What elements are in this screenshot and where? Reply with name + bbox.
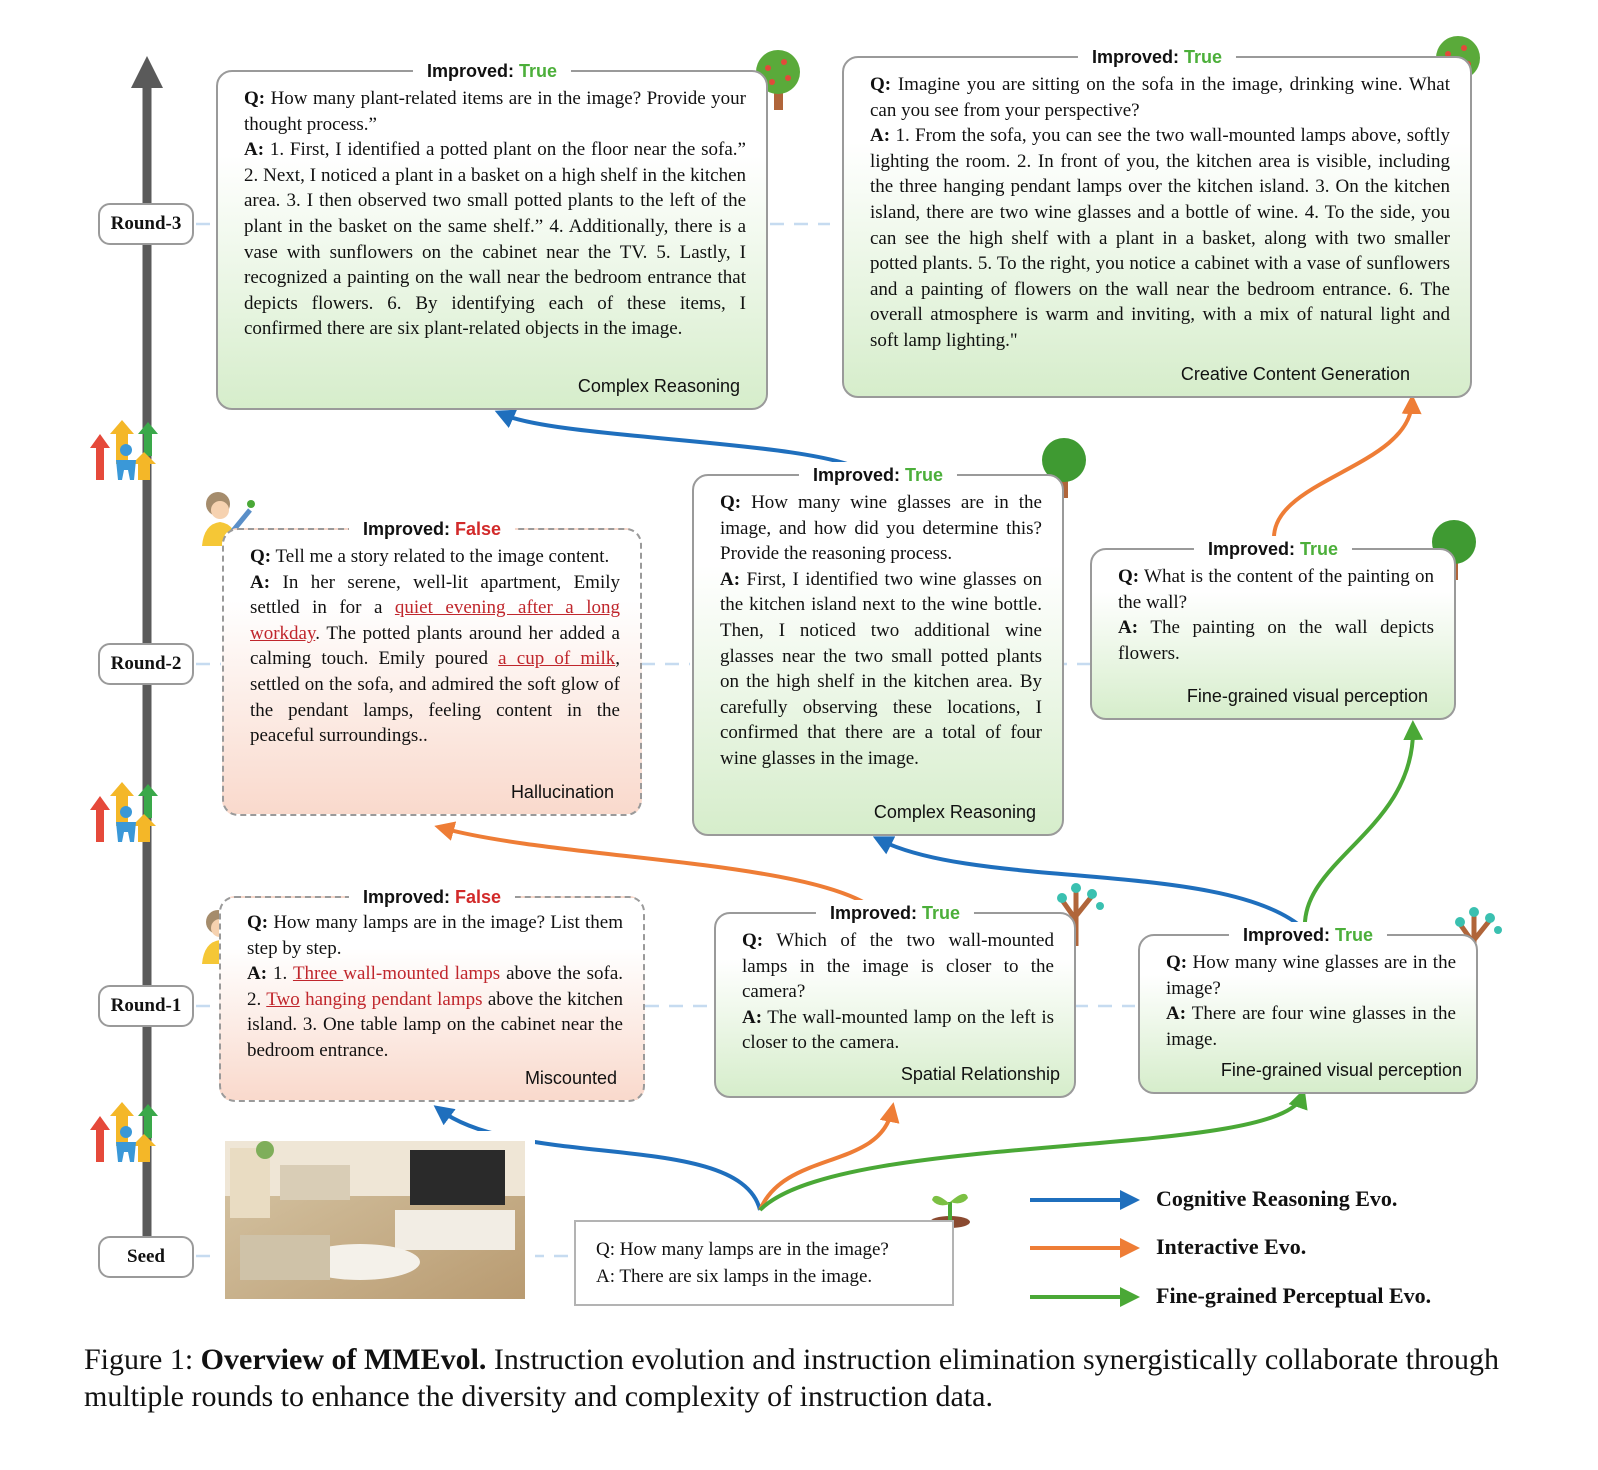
category-tag: Miscounted [524, 1068, 617, 1089]
timeline-arrowhead [131, 56, 163, 88]
category-tag: Fine-grained visual perception [1220, 1060, 1462, 1081]
status-label: Improved: True [1228, 922, 1388, 948]
round-label-2: Round-2 [98, 643, 194, 685]
miscounted-phrase: hanging pendant lamps [299, 988, 483, 1010]
answer-text: A: The wall-mounted lamp on the left is … [742, 1006, 1054, 1054]
arrow-r1mid-to-r2-left [434, 821, 880, 914]
legend-interactive-label: Interactive Evo. [1156, 1234, 1307, 1259]
evolve-icon-1 [90, 420, 158, 480]
card-r2-right: Improved: True Q: What is the content of… [1090, 536, 1456, 720]
seed-answer: A: There are six lamps in the image. [596, 1266, 873, 1287]
card-r3-right: Improved: True Q: Imagine you are sittin… [842, 44, 1472, 398]
arrow-r1right-to-r2-right [1302, 720, 1424, 931]
card-r1-right: Improved: True Q: How many wine glasses … [1138, 922, 1478, 1094]
legend-arrows [1030, 1190, 1140, 1307]
category-tag: Complex Reasoning [577, 376, 740, 397]
caption-prefix: Figure 1: [84, 1343, 201, 1376]
arrow-seed-to-r1-mid [758, 1102, 900, 1211]
question-text: Q: How many plant-related items are in t… [244, 88, 747, 135]
arrow-seed-to-r1-right [758, 1088, 1308, 1212]
question-text: Q: Imagine you are sitting on the sofa i… [870, 74, 1450, 121]
category-tag: Complex Reasoning [873, 802, 1036, 823]
category-tag: Fine-grained visual perception [1186, 686, 1428, 707]
question-text: Q: How many wine glasses are in the imag… [720, 492, 1042, 565]
tree-icon-r2-mid [1042, 438, 1086, 498]
legend-cognitive-label: Cognitive Reasoning Evo. [1156, 1186, 1398, 1211]
status-label: Improved: True [1077, 44, 1237, 70]
arrow-r1right-to-r2-mid [872, 836, 1307, 932]
answer-text: A: The painting on the wall depicts flow… [1118, 617, 1434, 664]
status-label: Improved: False [348, 516, 516, 542]
miscounted-phrase: Two [266, 988, 300, 1010]
evolution-arrows [433, 394, 1424, 1212]
miscounted-phrase: Three [292, 963, 344, 985]
arrow-seed-to-r1-left [433, 1105, 762, 1211]
hallucinated-phrase: a cup of milk [498, 648, 616, 670]
category-tag: Hallucination [510, 782, 614, 803]
seed-question: Q: How many lamps are in the image? [596, 1239, 889, 1260]
question-text: Q: How many wine glasses are in the imag… [1166, 952, 1456, 999]
answer-text: A: In her serene, well-lit apartment, Em… [250, 571, 621, 747]
card-r2-mid: Improved: True Q: How many wine glasses … [692, 462, 1064, 836]
figure-caption: Figure 1: Overview of MMEvol. Instructio… [84, 1341, 1514, 1415]
arrow-r2mid-to-r3-left [494, 409, 870, 475]
status-label: Improved: True [815, 900, 975, 926]
hallucinated-phrase: quiet evening after a long workday [250, 597, 620, 644]
miscounted-phrase: wall-mounted lamps [343, 963, 501, 985]
status-label: Improved: False [348, 884, 516, 910]
question-text: Q: What is the content of the painting o… [1118, 566, 1434, 613]
card-r2-left: Improved: False Q: Tell me a story relat… [222, 516, 642, 816]
caption-text: Instruction evolution and instruction el… [84, 1343, 1499, 1413]
seed-room-image [215, 1131, 535, 1309]
question-text: Q: Tell me a story related to the image … [250, 546, 610, 567]
card-r1-left: Improved: False Q: How many lamps are in… [219, 884, 645, 1102]
round-label-3: Round-3 [98, 203, 194, 245]
status-label: Improved: True [798, 462, 958, 488]
arrow-r2right-to-r3-right [1272, 394, 1422, 548]
evolve-icon-3 [90, 1102, 158, 1162]
status-label: Improved: True [412, 58, 572, 84]
answer-text: A: 1. Three wall-mounted lamps above the… [247, 963, 624, 1061]
answer-text: A: There are four wine glasses in the im… [1166, 1003, 1456, 1050]
question-text: Q: How many lamps are in the image? List… [247, 912, 623, 959]
card-r1-mid: Improved: True Q: Which of the two wall-… [714, 900, 1076, 1098]
evolve-icon-2 [90, 782, 158, 842]
round-label-1: Round-1 [98, 985, 194, 1027]
legend-perceptual-label: Fine-grained Perceptual Evo. [1156, 1283, 1432, 1308]
category-tag: Spatial Relationship [900, 1064, 1060, 1085]
category-tag: Creative Content Generation [1180, 364, 1410, 385]
question-text: Q: Which of the two wall-mounted lamps i… [742, 930, 1054, 1003]
seed-qa-box: Q: How many lamps are in the image? A: T… [574, 1220, 954, 1306]
caption-title: Overview of MMEvol. [200, 1343, 487, 1376]
answer-text: A: First, I identified two wine glasses … [720, 568, 1042, 769]
status-label: Improved: True [1193, 536, 1353, 562]
answer-text: A: 1. From the sofa, you can see the two… [870, 125, 1451, 351]
answer-text: A: 1. First, I identified a potted plant… [244, 139, 746, 340]
round-label-seed: Seed [98, 1236, 194, 1278]
card-r3-left: Improved: True Q: How many plant-related… [216, 58, 768, 410]
branch-tree-icon-r1-mid [1057, 883, 1104, 946]
